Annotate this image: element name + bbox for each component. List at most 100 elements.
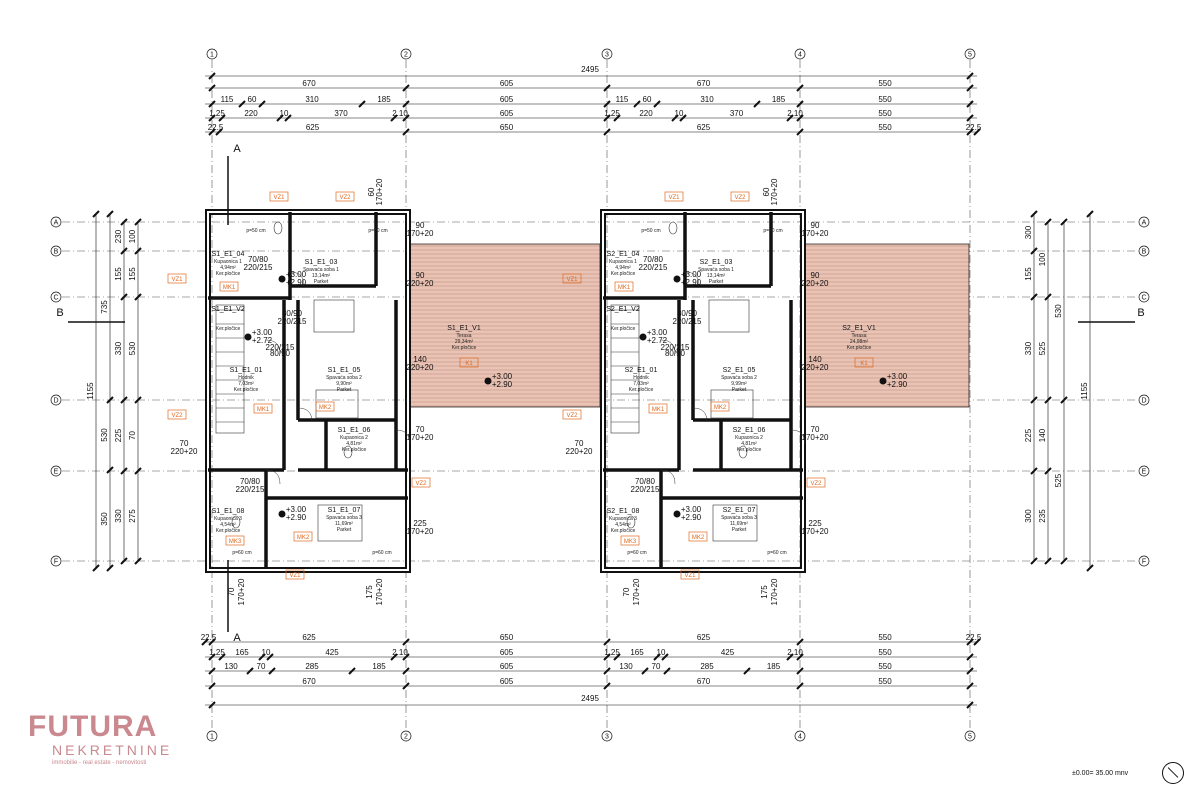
dimension-label: 530 (100, 428, 109, 442)
room-code: S1_E1_06 (338, 427, 371, 434)
level-label: +2.90 (492, 380, 513, 389)
dimension-tick (966, 100, 974, 108)
dimension-label: 60 (643, 95, 652, 104)
bed (710, 389, 754, 419)
level-label: +3.00 (492, 372, 513, 381)
room-floor: Ker.pločice (611, 528, 636, 534)
room-code: S2_E1_05 (723, 367, 756, 374)
opening-label: 170+20 (632, 578, 641, 605)
room-name: Terasa (456, 333, 471, 339)
opening-label: 170+20 (802, 433, 829, 442)
opening-label: 220/215 (661, 343, 690, 352)
room-area: 29,34m² (455, 339, 474, 345)
dimension-label: 330 (114, 509, 123, 523)
room-area: 11,69m² (730, 521, 748, 527)
dimension-label: 185 (372, 662, 386, 671)
window-tag-box (806, 477, 826, 488)
dimension-label: 22.5 (966, 633, 982, 642)
dimension-tick (603, 653, 611, 661)
room-area: 4,94m² (615, 265, 631, 271)
room-code: S1_E1_04 (212, 251, 245, 258)
dimension-label: 185 (377, 95, 391, 104)
door-swing (660, 339, 676, 355)
level-marker-icon (278, 275, 286, 283)
dimension-label: 330 (114, 341, 123, 355)
room-code: S2_E1_04 (607, 251, 640, 258)
room-code: S2_E1_01 (625, 367, 658, 374)
window-tag: MK1 (618, 285, 631, 291)
dimension-label: 235 (1038, 509, 1047, 523)
dimension-tick (679, 114, 687, 122)
window-tag: MK3 (624, 539, 637, 545)
dimension-tick (402, 128, 410, 136)
dimension-tick (120, 218, 128, 226)
room-floor: Ker.pločice (611, 326, 636, 332)
level-label: +3.00 (887, 372, 908, 381)
dimension-tick (663, 667, 671, 675)
dimension-label: 285 (700, 662, 714, 671)
axis-bubble (1138, 291, 1150, 303)
dimension-tick (966, 84, 974, 92)
dimension-label: 225 (114, 428, 123, 442)
dimension-tick (106, 396, 114, 404)
dimension-tick (603, 638, 611, 646)
logo-line1: FUTURA (28, 710, 158, 743)
level-marker-icon (673, 510, 681, 518)
dimension-label: 525 (1054, 473, 1063, 487)
room-floor: Parket (337, 387, 352, 393)
room-name: Spavaća soba 1 (303, 267, 339, 273)
dimension-tick (218, 114, 226, 122)
dimension-label: 220 (244, 109, 258, 118)
toilet-icon (273, 221, 283, 235)
room-name: Spavaća soba 2 (326, 375, 362, 381)
room-code: S1_E1_03 (305, 259, 338, 266)
dimension-label: 625 (302, 633, 316, 642)
p-label: p=50 cm (763, 228, 782, 234)
window-tag-box (648, 403, 668, 414)
dimension-label: 530 (128, 341, 137, 355)
door-swing (297, 407, 313, 423)
window-tag: MK2 (297, 535, 310, 541)
dimension-tick (120, 557, 128, 565)
section-mark: A (233, 632, 241, 644)
axis-label: 2 (404, 734, 408, 741)
level-marker-icon (673, 275, 681, 283)
dimension-label: 605 (500, 677, 514, 686)
dimension-tick (966, 667, 974, 675)
dimension-label: 300 (1024, 509, 1033, 523)
opening-label: 220+20 (566, 447, 593, 456)
room-area: 9,90m² (336, 381, 352, 387)
dimension-tick (661, 653, 669, 661)
dimension-tick (134, 396, 142, 404)
axis-bubble (400, 730, 412, 742)
dimension-tick (973, 638, 981, 646)
axis-bubble (1138, 216, 1150, 228)
opening-label: 220/215 (639, 263, 668, 272)
dimension-label: 550 (878, 123, 892, 132)
dimension-tick (966, 682, 974, 690)
dimension-tick (641, 667, 649, 675)
dimension-tick (134, 557, 142, 565)
toilet-icon (626, 515, 636, 529)
dimension-total: 2495 (581, 694, 599, 703)
dimension-label: 605 (500, 648, 514, 657)
toilet-icon (668, 221, 678, 235)
opening-label: 70 (416, 425, 425, 434)
axis-bubble (206, 48, 218, 60)
dimension-label: 2.10 (392, 109, 408, 118)
opening-label: 220/215 (244, 263, 273, 272)
level-label: +2.90 (681, 513, 702, 522)
opening-label: 90 (416, 221, 425, 230)
opening-label: 170+20 (770, 578, 779, 605)
dimension-tick (268, 667, 276, 675)
dimension-tick (238, 100, 246, 108)
dimension-tick (966, 638, 974, 646)
dimension-tick (671, 114, 679, 122)
dimension-tick (786, 114, 794, 122)
window-tag: VZ2 (810, 481, 822, 487)
axis-bubble (794, 730, 806, 742)
room-floor: Ker.pločice (216, 271, 241, 277)
